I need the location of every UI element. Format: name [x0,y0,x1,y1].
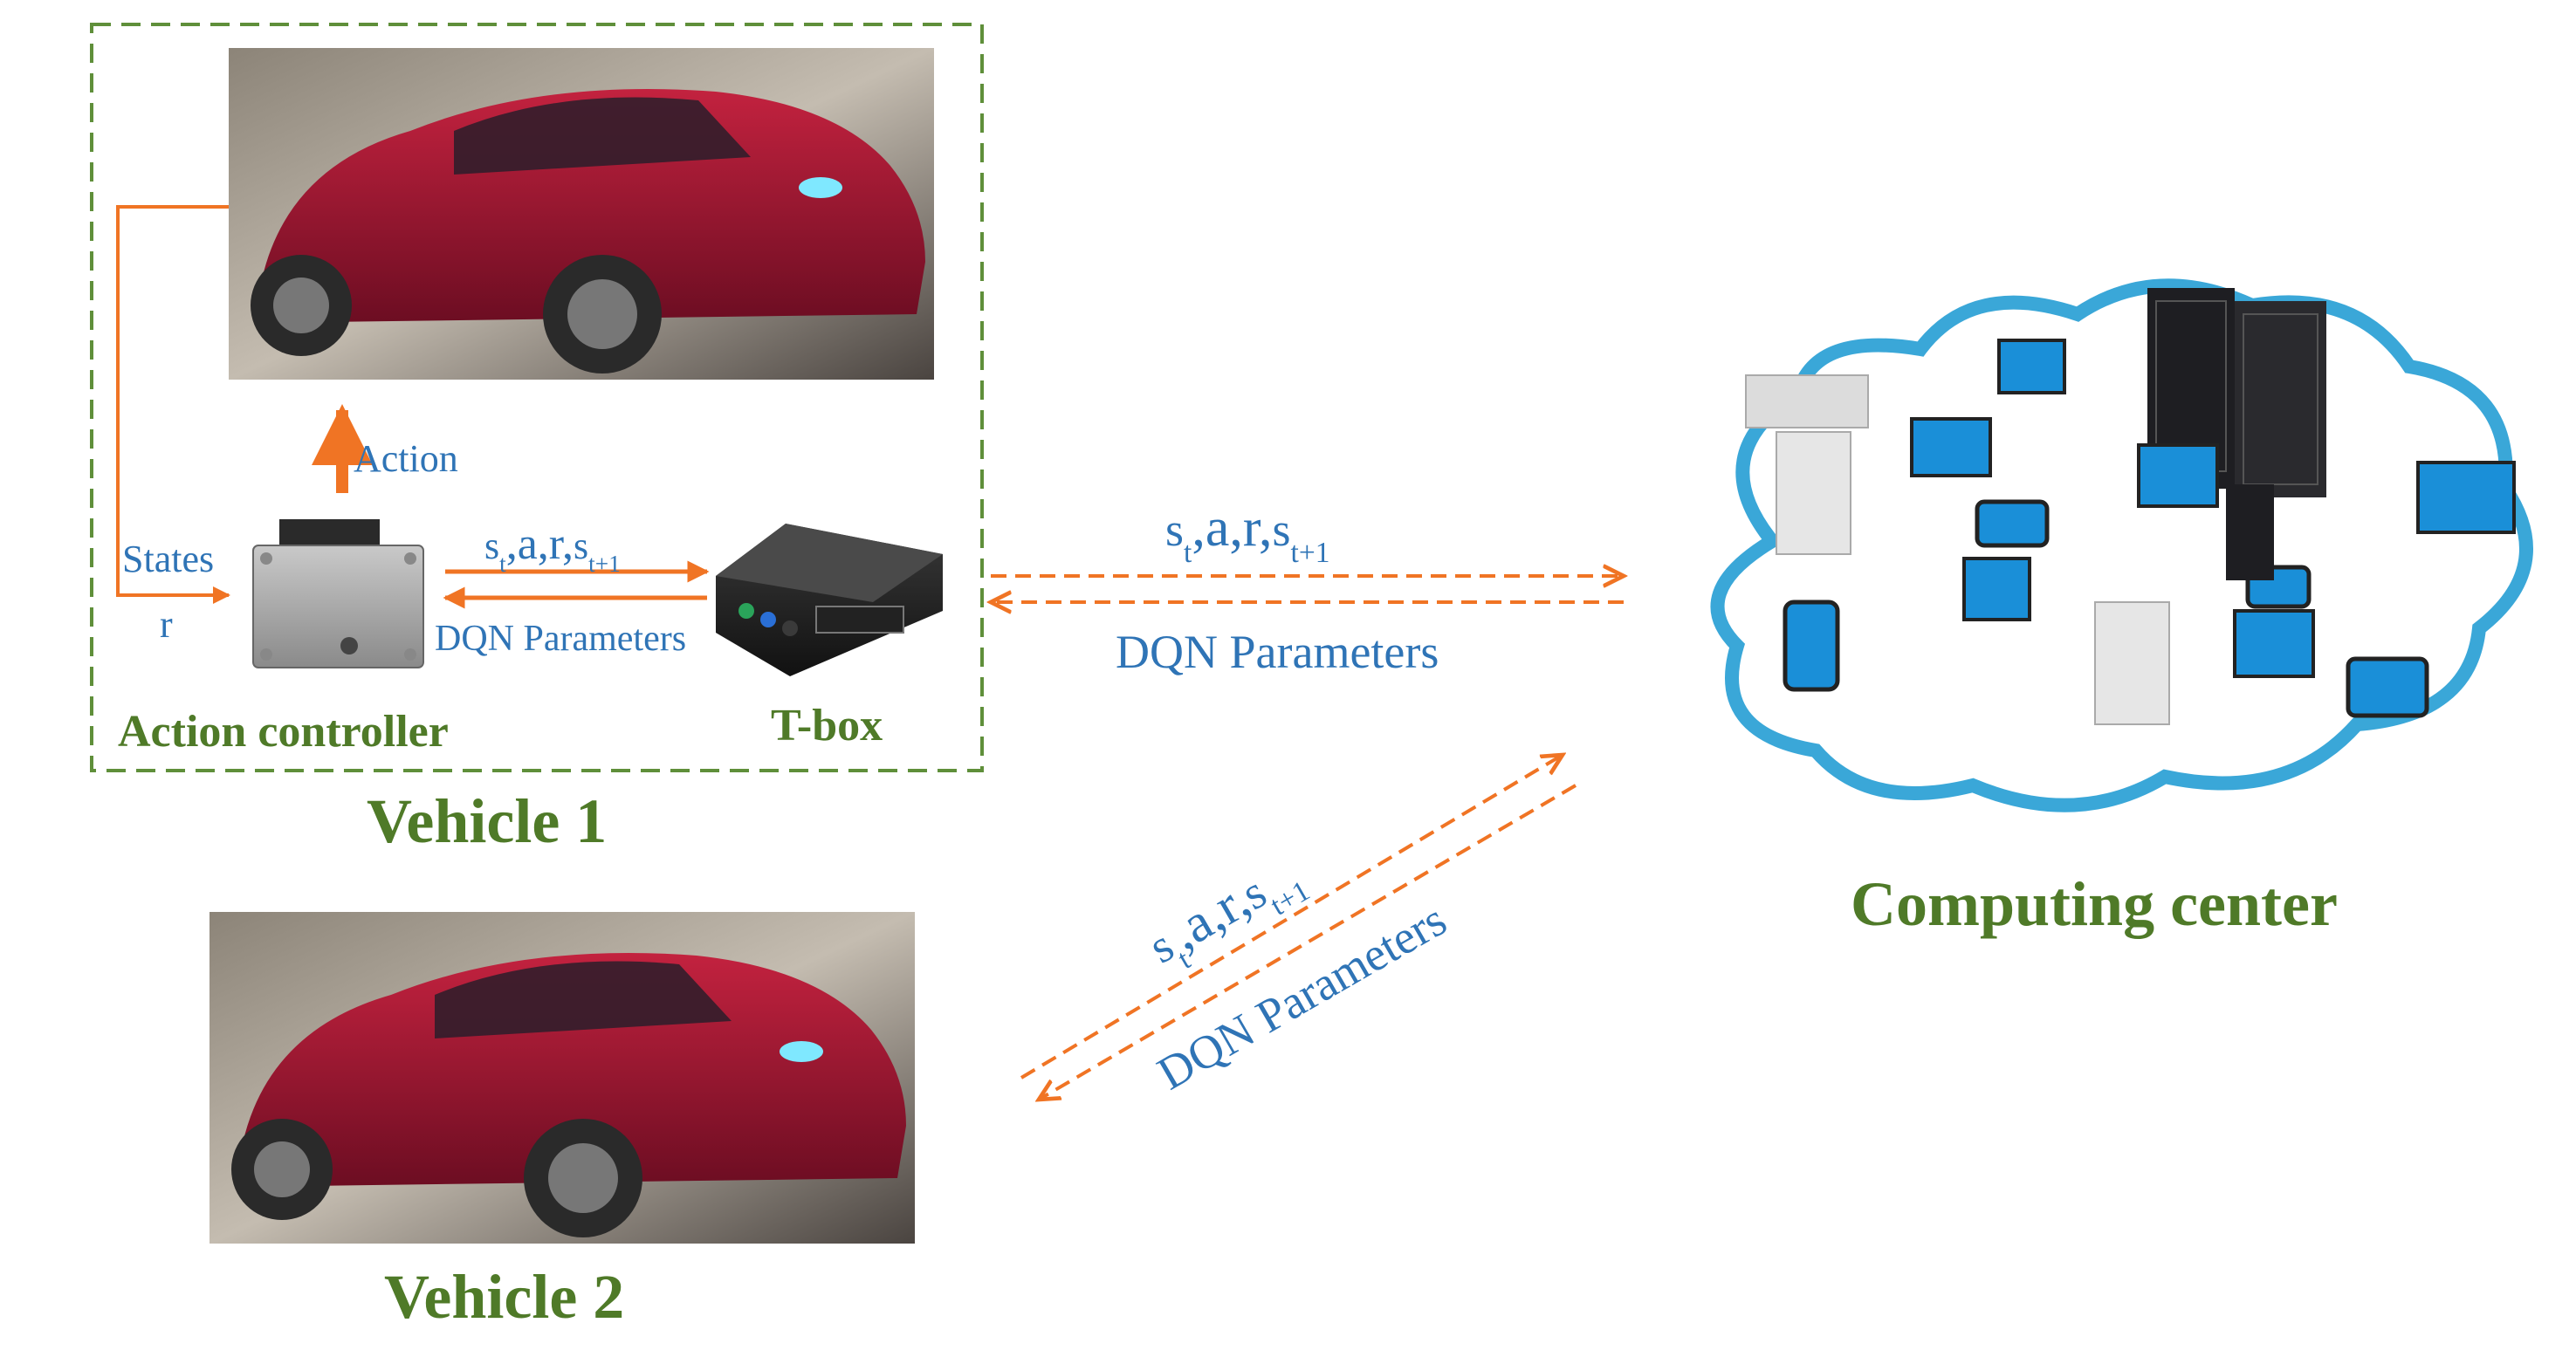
action-controller-label: Action controller [118,707,449,757]
vehicle2-title: Vehicle 2 [384,1262,624,1332]
tbox-label: T-box [771,701,883,750]
vehicle2-car-image [210,912,915,1244]
action-label: Action [354,437,458,480]
tbox-to-ecu-label: DQN Parameters [435,619,686,659]
vehicle1-title: Vehicle 1 [367,786,607,856]
tbox-icon [716,524,943,676]
vehicle1-boundary [90,23,984,772]
v2-to-center-arrow [1020,755,1563,1079]
vehicle1-car-image [229,48,934,380]
center-to-v2-arrow [1039,784,1577,1100]
computing-center-cloud-icon [1710,278,2533,812]
reward-label: r [160,603,173,646]
states-feedback-arrow [116,205,230,604]
v2-to-center-label: st,a,r,st+1 [1137,841,1315,984]
computing-center-title: Computing center [1851,869,2338,939]
action-controller-icon [252,519,424,668]
ecu-to-tbox-label: st,a,r,st+1 [484,519,621,577]
center-to-v1-label: DQN Parameters [1116,626,1439,678]
states-label: States [122,538,214,580]
v1-to-center-label: st,a,r,st+1 [1165,498,1329,569]
